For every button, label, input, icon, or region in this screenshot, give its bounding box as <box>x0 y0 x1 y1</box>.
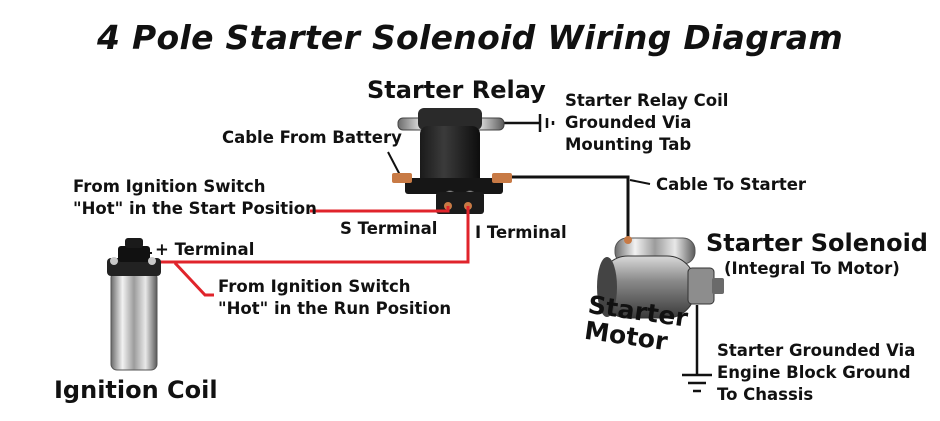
starter-relay-label: Starter Relay <box>367 76 546 104</box>
battery-pointer <box>387 151 401 176</box>
i-terminal-label: I Terminal <box>475 223 567 242</box>
red-wire-s-terminal <box>310 206 450 213</box>
starter-motor-icon <box>597 236 724 319</box>
ignition-start-label: From Ignition Switch "Hot" in the Start … <box>73 177 317 218</box>
integral-to-motor-label: (Integral To Motor) <box>724 259 900 278</box>
plus-terminal-label: + Terminal <box>155 240 255 259</box>
cable-from-battery-label: Cable From Battery <box>222 128 402 147</box>
starter-ground-label: Starter Grounded Via Engine Block Ground… <box>717 341 916 404</box>
ignition-coil-icon <box>107 238 161 371</box>
starter-relay-icon <box>392 108 512 214</box>
starter-cable-pointer <box>629 179 651 185</box>
cable-to-starter-label: Cable To Starter <box>656 175 807 194</box>
starter-solenoid-label: Starter Solenoid <box>706 229 928 257</box>
red-wire-run <box>173 261 214 297</box>
black-cable-to-starter <box>512 175 630 245</box>
ignition-coil-label: Ignition Coil <box>54 376 218 404</box>
diagram-title: 4 Pole Starter Solenoid Wiring Diagram <box>96 18 844 57</box>
starter-ground-symbol <box>682 305 712 393</box>
red-wire-i-terminal <box>140 206 470 264</box>
ignition-run-label: From Ignition Switch "Hot" in the Run Po… <box>218 277 452 318</box>
relay-coil-ground-label: Starter Relay Coil Grounded Via Mounting… <box>565 91 729 154</box>
s-terminal-label: S Terminal <box>340 219 438 238</box>
red-wires <box>140 206 470 297</box>
relay-ground-symbol <box>502 114 555 132</box>
